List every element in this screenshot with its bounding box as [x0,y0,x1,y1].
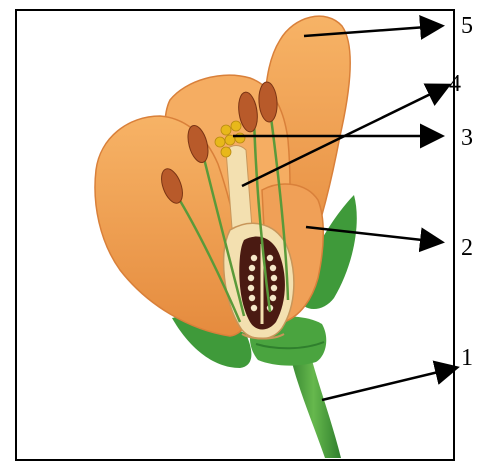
label-2: 2 [461,236,473,260]
label-3: 3 [461,126,473,150]
label-5: 5 [461,14,473,38]
pointer-arrow-1 [322,368,455,400]
label-4: 4 [449,72,461,96]
label-1: 1 [461,346,473,370]
